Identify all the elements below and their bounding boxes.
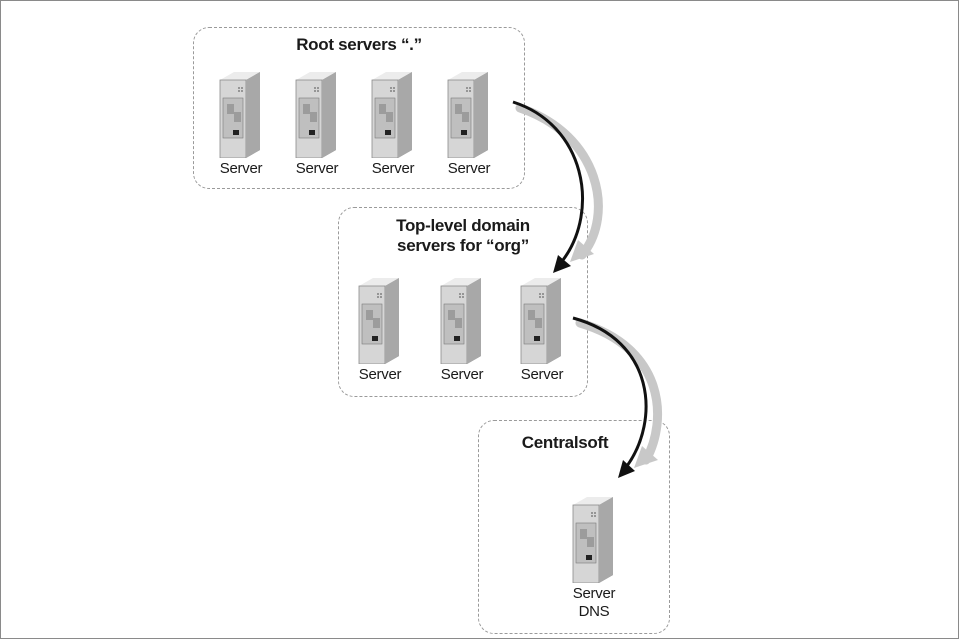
dns-label: DNS xyxy=(578,603,610,620)
server-label: Server xyxy=(295,160,339,177)
root-server-4: Server xyxy=(438,72,500,182)
root-server-2: Server xyxy=(286,72,348,182)
server-tower-icon xyxy=(520,278,561,364)
server-label: Server xyxy=(440,366,484,383)
server-tower-icon xyxy=(447,72,488,158)
server-tower-icon xyxy=(295,72,336,158)
server-tower-icon xyxy=(358,278,399,364)
server-label: Server xyxy=(219,160,263,177)
arrow-root-to-tld-head xyxy=(553,255,571,273)
server-tower-icon xyxy=(440,278,481,364)
tld-servers-title-line2: servers for “org” xyxy=(397,236,529,255)
arrow-tld-to-centralsoft xyxy=(572,316,648,467)
server-tower-icon xyxy=(371,72,412,158)
root-server-1: Server xyxy=(210,72,272,182)
arrow-root-to-tld xyxy=(512,100,584,261)
tld-servers-group: Top-level domain servers for “org” Serve… xyxy=(338,207,588,397)
centralsoft-group: Centralsoft Server DNS xyxy=(478,420,670,634)
root-servers-title: Root servers “.” xyxy=(296,35,422,54)
server-tower-icon xyxy=(572,497,613,583)
tld-server-1: Server xyxy=(349,278,411,388)
server-label: Server xyxy=(447,160,491,177)
tld-server-2: Server xyxy=(431,278,493,388)
arrow-tld-to-centralsoft-head xyxy=(618,460,635,478)
centralsoft-dns-server: Server DNS xyxy=(563,497,625,620)
arrow-root-to-tld-shadow xyxy=(515,103,603,260)
root-servers-group: Root servers “.” Server xyxy=(193,27,525,189)
arrow-root-to-tld-shadow-head xyxy=(570,240,594,262)
server-label: Server xyxy=(371,160,415,177)
tld-server-3: Server xyxy=(511,278,573,388)
server-tower-icon xyxy=(219,72,260,158)
server-label: Server xyxy=(358,366,402,383)
server-label: Server xyxy=(520,366,564,383)
centralsoft-title: Centralsoft xyxy=(521,433,609,452)
root-server-3: Server xyxy=(362,72,424,182)
server-label: Server xyxy=(572,585,616,602)
arrow-tld-to-centralsoft-shadow-head xyxy=(634,446,658,468)
tld-servers-title-line1: Top-level domain xyxy=(396,216,530,235)
